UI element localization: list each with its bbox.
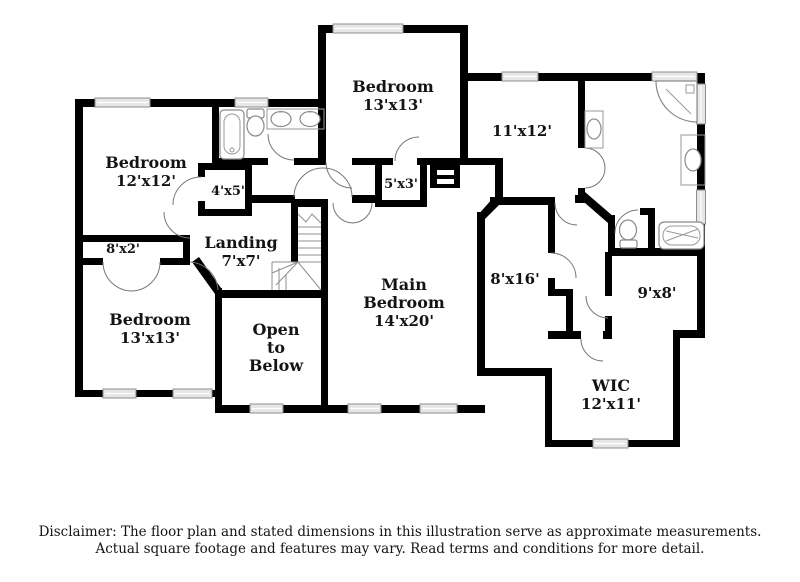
window — [332, 23, 404, 34]
window — [501, 71, 539, 82]
sink-icon — [584, 110, 604, 149]
window — [102, 388, 137, 399]
sink-icon — [680, 134, 706, 186]
door-arc — [102, 261, 133, 292]
door-arc — [584, 167, 606, 189]
bedroom-tl-dims: 12'x12' — [116, 172, 176, 190]
door-arc — [322, 167, 353, 198]
window — [651, 71, 698, 82]
door-arc — [585, 295, 609, 319]
stairs — [271, 213, 322, 291]
window — [347, 403, 382, 414]
door-arc — [614, 209, 639, 234]
wic-dims: 12'x11' — [581, 395, 641, 413]
door-arc — [394, 136, 420, 162]
door-arc — [172, 176, 202, 206]
double-sink-vanity-icon — [266, 108, 325, 130]
disclaimer: Disclaimer: The floor plan and stated di… — [39, 524, 762, 557]
main-bedroom-label-1: Main — [381, 275, 427, 294]
bedroom-bl-dims: 13'x13' — [120, 329, 180, 347]
open-below-label-2: to — [267, 338, 285, 357]
bedroom-bl-label: Bedroom — [109, 310, 191, 329]
door-arc — [332, 202, 354, 224]
room-11x12-dims: 11'x12' — [492, 122, 552, 140]
window — [94, 97, 151, 108]
door-arc — [584, 147, 606, 169]
open-below-label-3: Below — [249, 356, 304, 375]
door-arc — [163, 211, 191, 239]
closet-4x5-dims: 4'x5' — [211, 184, 245, 199]
fixtures — [219, 80, 706, 250]
window — [172, 388, 213, 399]
room-8x16-dims: 8'x16' — [490, 270, 539, 288]
door-arc — [130, 261, 161, 292]
door-arc — [293, 167, 324, 198]
door-arc — [554, 202, 578, 226]
disclaimer-line-2: Actual square footage and features may v… — [95, 541, 705, 557]
toilet-icon — [246, 108, 265, 137]
disclaimer-line-1: Disclaimer: The floor plan and stated di… — [39, 524, 762, 540]
window — [592, 438, 629, 449]
room-labels: Bedroom 12'x12' Bedroom 13'x13' 11'x12' … — [105, 77, 676, 413]
window — [249, 403, 284, 414]
window — [696, 189, 706, 225]
stairs-break-line — [297, 213, 322, 224]
closet-8x2-dims: 8'x2' — [106, 242, 140, 257]
bedroom-tl-label: Bedroom — [105, 153, 187, 172]
door-arc — [325, 161, 353, 189]
wic-label: WIC — [591, 376, 630, 395]
door-arc — [189, 261, 219, 291]
toilet-icon — [618, 219, 638, 249]
door-arc — [351, 202, 373, 224]
garden-tub-icon — [658, 221, 705, 250]
main-bedroom-label-2: Bedroom — [363, 293, 445, 312]
bedroom-tc-dims: 13'x13' — [363, 96, 423, 114]
door-arc — [267, 133, 295, 161]
main-bedroom-dims: 14'x20' — [374, 312, 434, 330]
landing-label: Landing — [204, 233, 277, 252]
closet-5x3-dims: 5'x3' — [384, 177, 418, 192]
corner-shower-icon — [655, 80, 698, 123]
open-below-label-1: Open — [253, 320, 300, 339]
window — [234, 97, 269, 108]
bedroom-tc-label: Bedroom — [352, 77, 434, 96]
door-arc — [580, 338, 604, 362]
room-9x8-dims: 9'x8' — [637, 284, 676, 302]
landing-dims: 7'x7' — [221, 252, 260, 270]
doors — [102, 133, 639, 362]
window — [419, 403, 458, 414]
bathtub-icon — [219, 109, 245, 160]
door-arc — [550, 252, 577, 279]
window — [696, 83, 706, 125]
